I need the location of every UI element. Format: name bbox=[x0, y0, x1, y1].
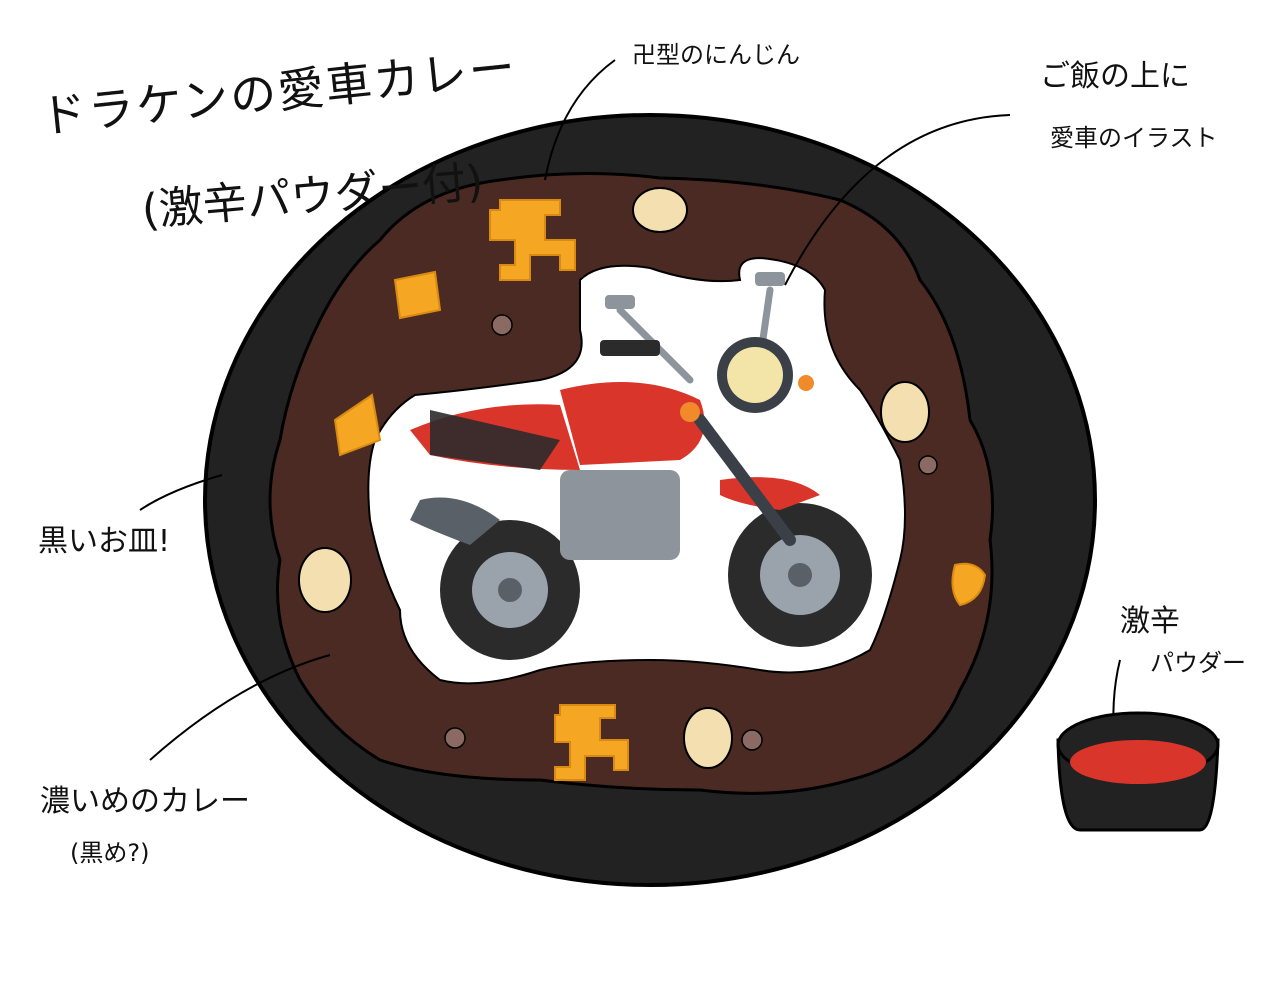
potato-pieces bbox=[298, 187, 930, 769]
motorcycle-drawing bbox=[410, 272, 872, 660]
meat-pieces bbox=[444, 314, 938, 751]
plate-label: 黒いお皿! bbox=[38, 524, 171, 559]
carrot-pieces bbox=[333, 199, 987, 781]
rice-label-line-2: 愛車のイラスト bbox=[1050, 124, 1218, 152]
annotation-lines bbox=[139, 59, 1121, 761]
powder-label-line-2: パウダー bbox=[1150, 649, 1246, 677]
powder-label-line-1: 激辛 bbox=[1120, 604, 1180, 639]
curry-label-line-2: (黒め?) bbox=[70, 839, 150, 867]
curry-label-line-1: 濃いめのカレー bbox=[40, 784, 250, 819]
carrot-label: 卍型のにんじん bbox=[632, 41, 800, 69]
spicy-powder-bowl bbox=[1056, 711, 1220, 832]
rice-label-line-1: ご飯の上に bbox=[1040, 59, 1190, 94]
